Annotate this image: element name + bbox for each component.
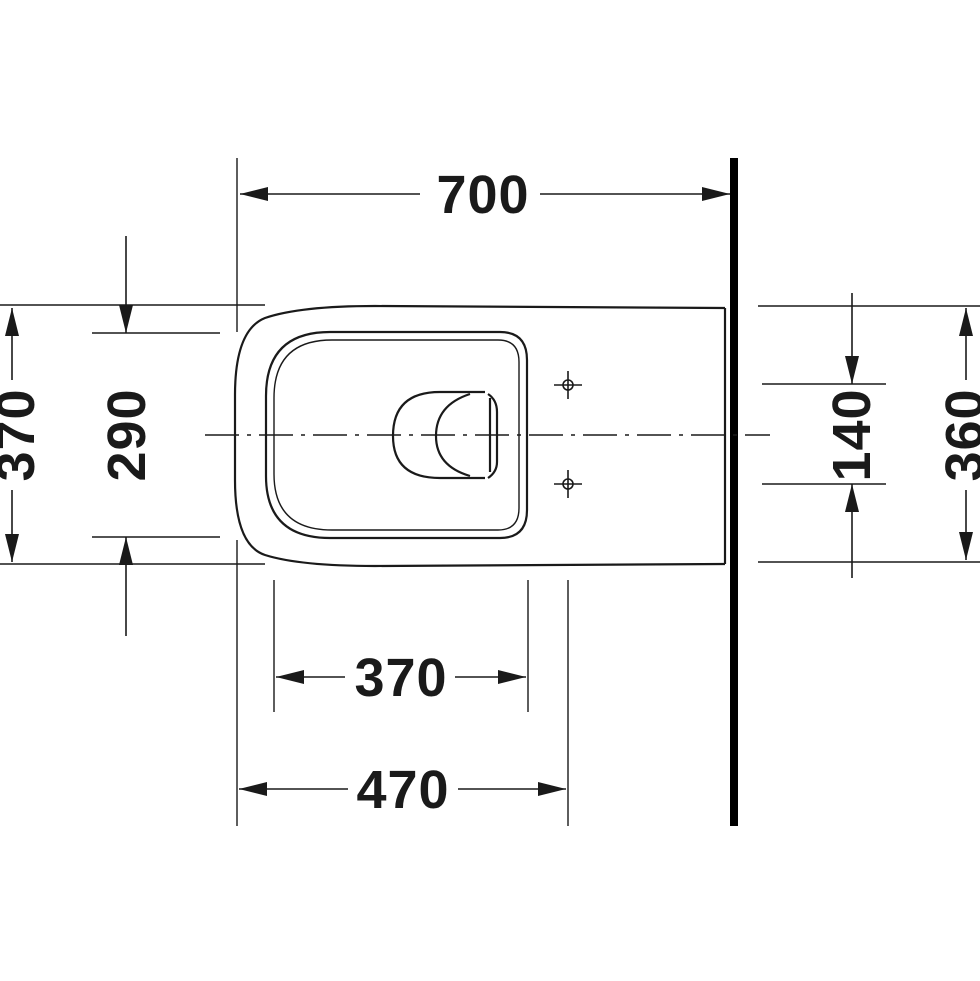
dimension-360-label: 360: [935, 388, 980, 481]
extension-lines: [0, 158, 980, 826]
fixing-hole-bottom: [554, 470, 582, 498]
dimension-470: 470: [239, 760, 566, 820]
dimension-370-vertical: 370: [0, 308, 46, 562]
dimension-290-label: 290: [97, 388, 157, 481]
outlet-arc-inner: [434, 392, 471, 478]
dimension-700-label: 700: [436, 165, 529, 225]
seat-inner-outline: [273, 339, 520, 531]
fixing-hole-top: [554, 371, 582, 399]
dimension-140: 140: [822, 293, 882, 578]
dimension-140-label: 140: [822, 388, 882, 481]
dimension-360: 360: [935, 308, 980, 560]
seat-opening-outline: [264, 330, 529, 540]
outlet-bracket: [487, 393, 499, 479]
dimension-470-label: 470: [356, 760, 449, 820]
outlet-arc-outer: [391, 390, 485, 480]
dimension-370-horizontal-label: 370: [354, 648, 447, 708]
dimension-700: 700: [240, 165, 730, 225]
dimension-290: 290: [97, 236, 157, 636]
bowl-outline: [233, 304, 726, 568]
dimension-370-vertical-label: 370: [0, 388, 46, 481]
dimension-370-horizontal: 370: [276, 648, 526, 708]
